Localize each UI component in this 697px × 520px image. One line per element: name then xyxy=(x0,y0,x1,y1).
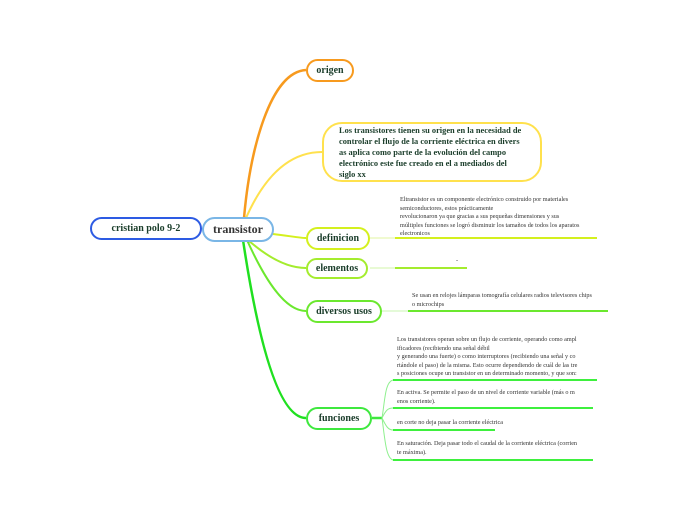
node-funciones[interactable]: funciones xyxy=(306,407,372,430)
elementos-note: - xyxy=(456,257,459,264)
node-elementos-label: elementos xyxy=(315,263,359,274)
funciones-note-1: Los transistores operan sobre un flujo d… xyxy=(397,336,578,377)
origen-description-text: Los transistores tienen su origen en la … xyxy=(339,125,522,179)
node-elementos[interactable]: elementos xyxy=(306,258,368,279)
funciones-note-3: en corte no deja pasar la corriente eléc… xyxy=(397,419,503,426)
funciones-note-2: En activa. Se permite el paso de un nive… xyxy=(397,389,575,405)
diversos-usos-note: Se usan en relojes lámparas tomografía c… xyxy=(412,292,592,308)
node-diversos-usos[interactable]: diversos usos xyxy=(306,300,382,323)
node-funciones-label: funciones xyxy=(318,413,360,424)
funciones-note-4: En saturación. Deja pasar todo el caudal… xyxy=(397,440,578,456)
center-node-transistor[interactable]: transistor xyxy=(202,217,274,242)
root-label: cristian polo 9-2 xyxy=(111,223,181,234)
root-node[interactable]: cristian polo 9-2 xyxy=(90,217,202,240)
node-origen-description[interactable]: Los transistores tienen su origen en la … xyxy=(322,122,542,182)
definicion-note: Eltransistor es un componente electrónic… xyxy=(400,196,580,237)
node-origen-label: origen xyxy=(316,65,344,76)
node-diversos-usos-label: diversos usos xyxy=(316,306,372,317)
node-definicion-label: definicion xyxy=(316,233,360,244)
center-label: transistor xyxy=(213,222,263,236)
node-origen[interactable]: origen xyxy=(306,59,354,82)
node-definicion[interactable]: definicion xyxy=(306,227,370,250)
